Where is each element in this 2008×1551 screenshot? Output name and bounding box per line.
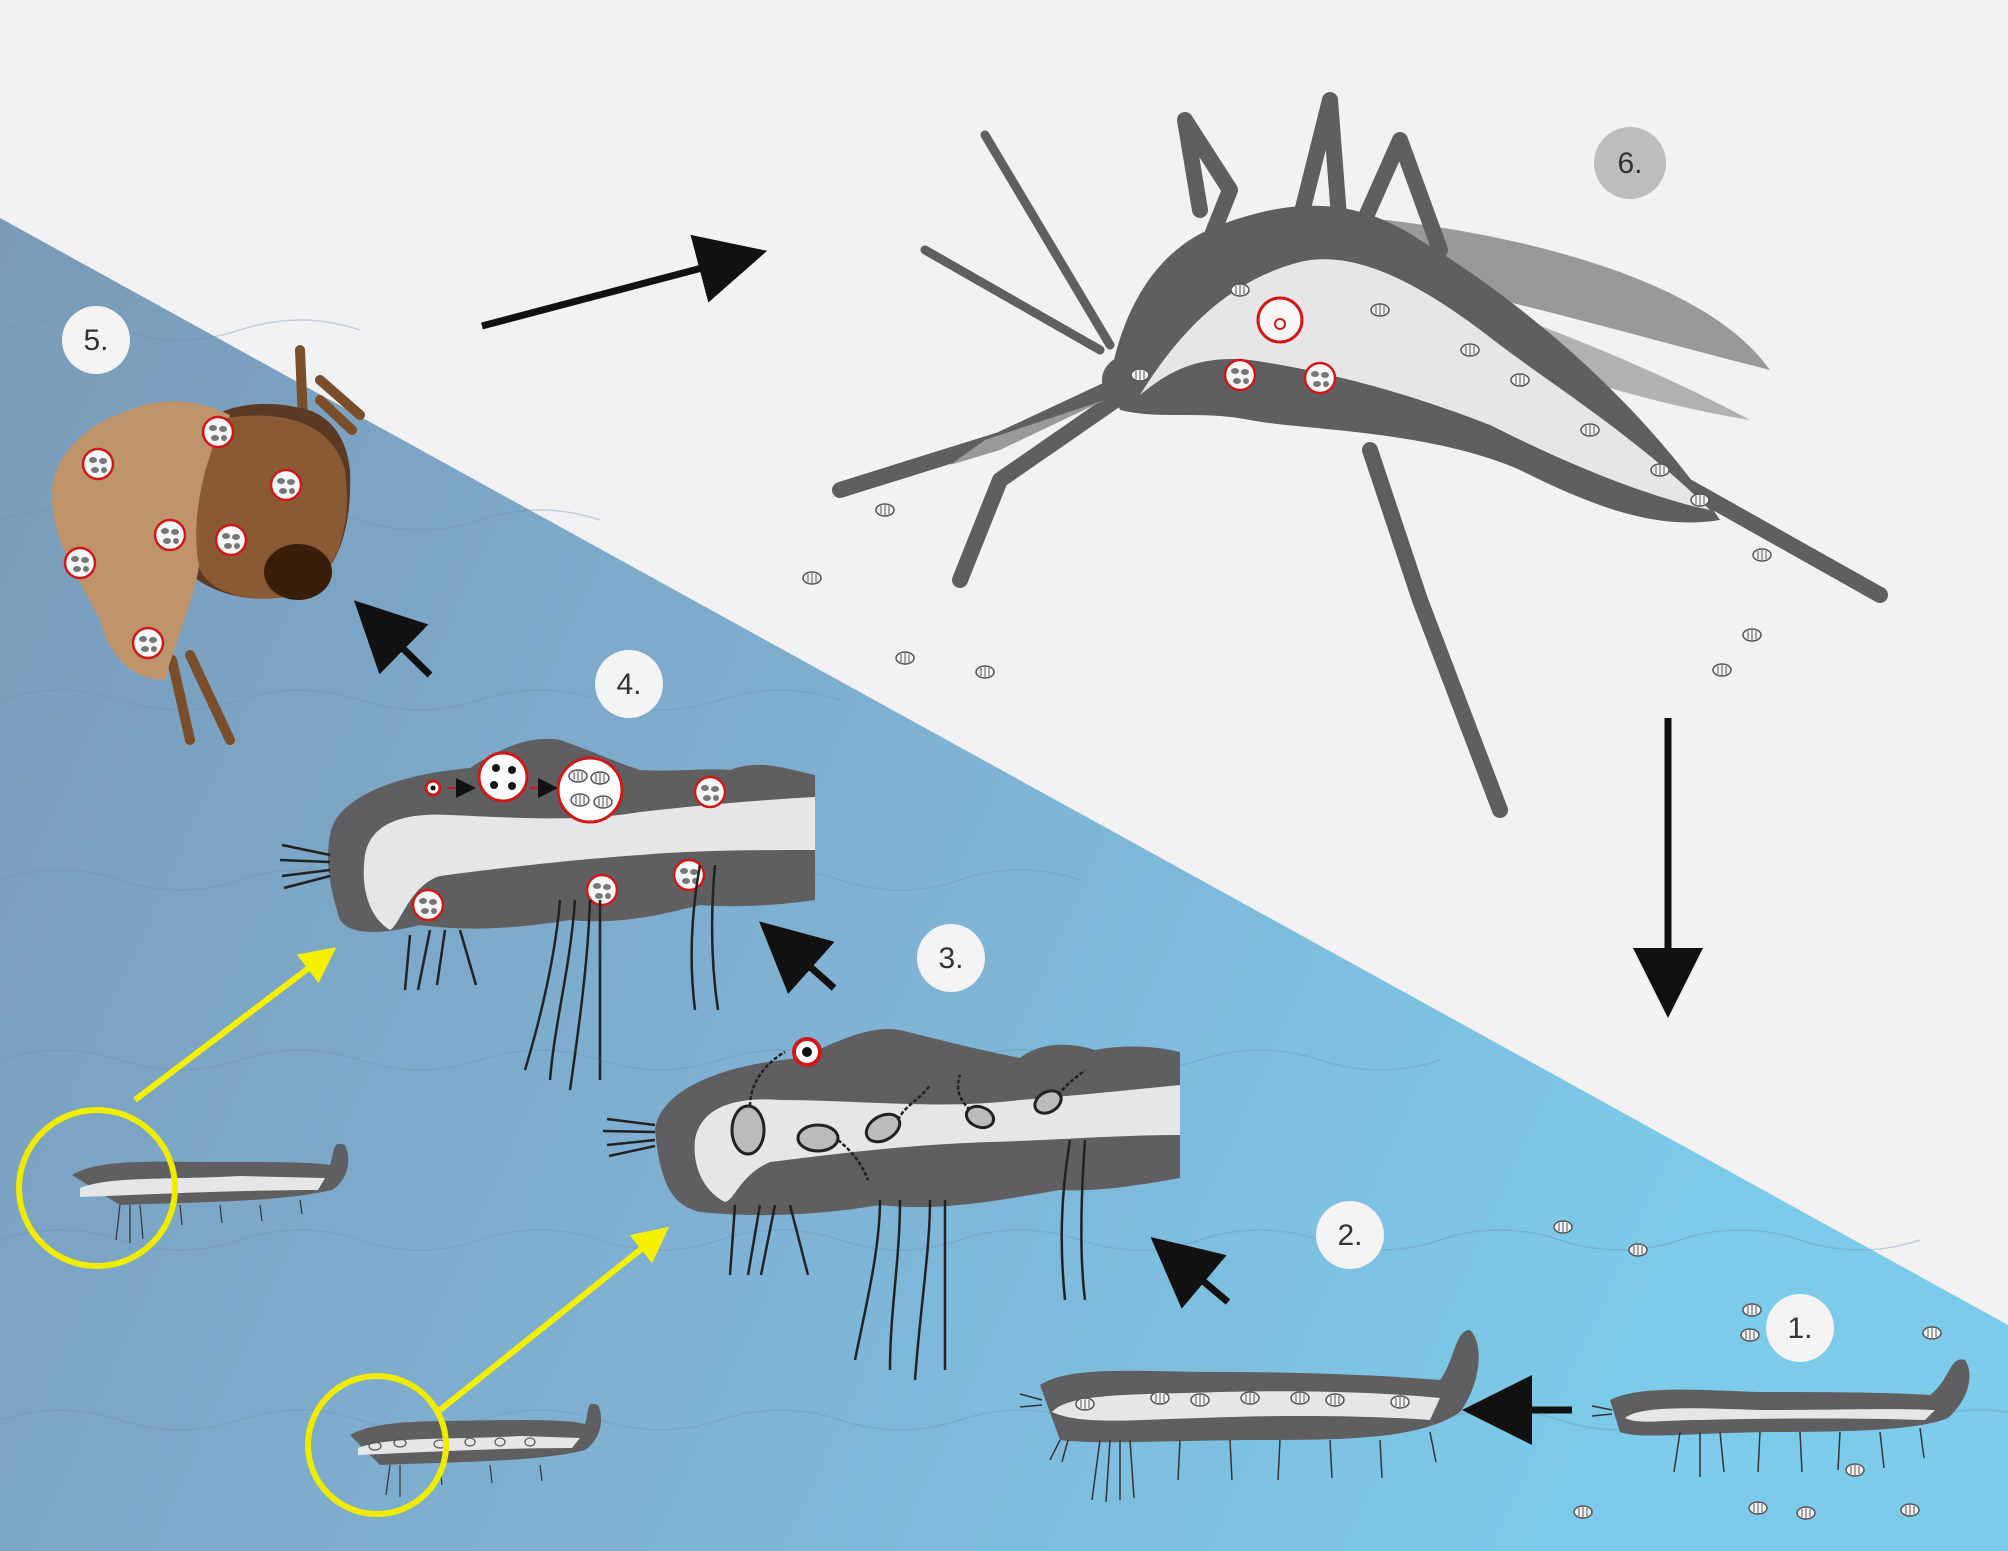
zoom-arrow-step-4 — [133, 947, 337, 1103]
svg-text:2.: 2. — [1337, 1219, 1362, 1252]
larva-step-4-small — [72, 1143, 349, 1243]
water-area — [0, 218, 2008, 1551]
svg-text:3.: 3. — [938, 942, 963, 975]
arrow-4-to-5 — [354, 600, 433, 678]
cycle-arrows — [354, 234, 1703, 1445]
zoom-circle-step-3 — [305, 1373, 449, 1517]
zoom-arrow-step-3 — [438, 1226, 670, 1413]
zoom-circle-step-4 — [16, 1107, 178, 1269]
larva-step-3-zoom — [602, 1029, 1180, 1381]
adult-mosquito — [802, 92, 1888, 818]
step-badge-6: 6. — [1594, 127, 1666, 199]
larva-step-1 — [1553, 1220, 1970, 1520]
step-badge-1: 1. — [1766, 1294, 1834, 1362]
step-badge-3: 3. — [917, 924, 985, 992]
svg-text:1.: 1. — [1787, 1312, 1812, 1345]
step-badge-2: 2. — [1316, 1201, 1384, 1269]
step-badge-5: 5. — [62, 306, 130, 374]
water-ripples — [0, 319, 2008, 1431]
larva-step-3-small — [350, 1403, 602, 1497]
svg-text:5.: 5. — [83, 324, 108, 357]
pupa — [51, 345, 365, 745]
step-badge-4: 4. — [595, 650, 663, 718]
svg-text:4.: 4. — [616, 668, 641, 701]
arrow-3-to-4 — [759, 921, 837, 995]
larva-step-2 — [1019, 1330, 1479, 1503]
larva-step-4-zoom — [279, 738, 815, 1091]
svg-text:6.: 6. — [1617, 147, 1642, 180]
arrow-2-to-3 — [1150, 1236, 1231, 1309]
arrow-5-to-6 — [481, 234, 768, 330]
